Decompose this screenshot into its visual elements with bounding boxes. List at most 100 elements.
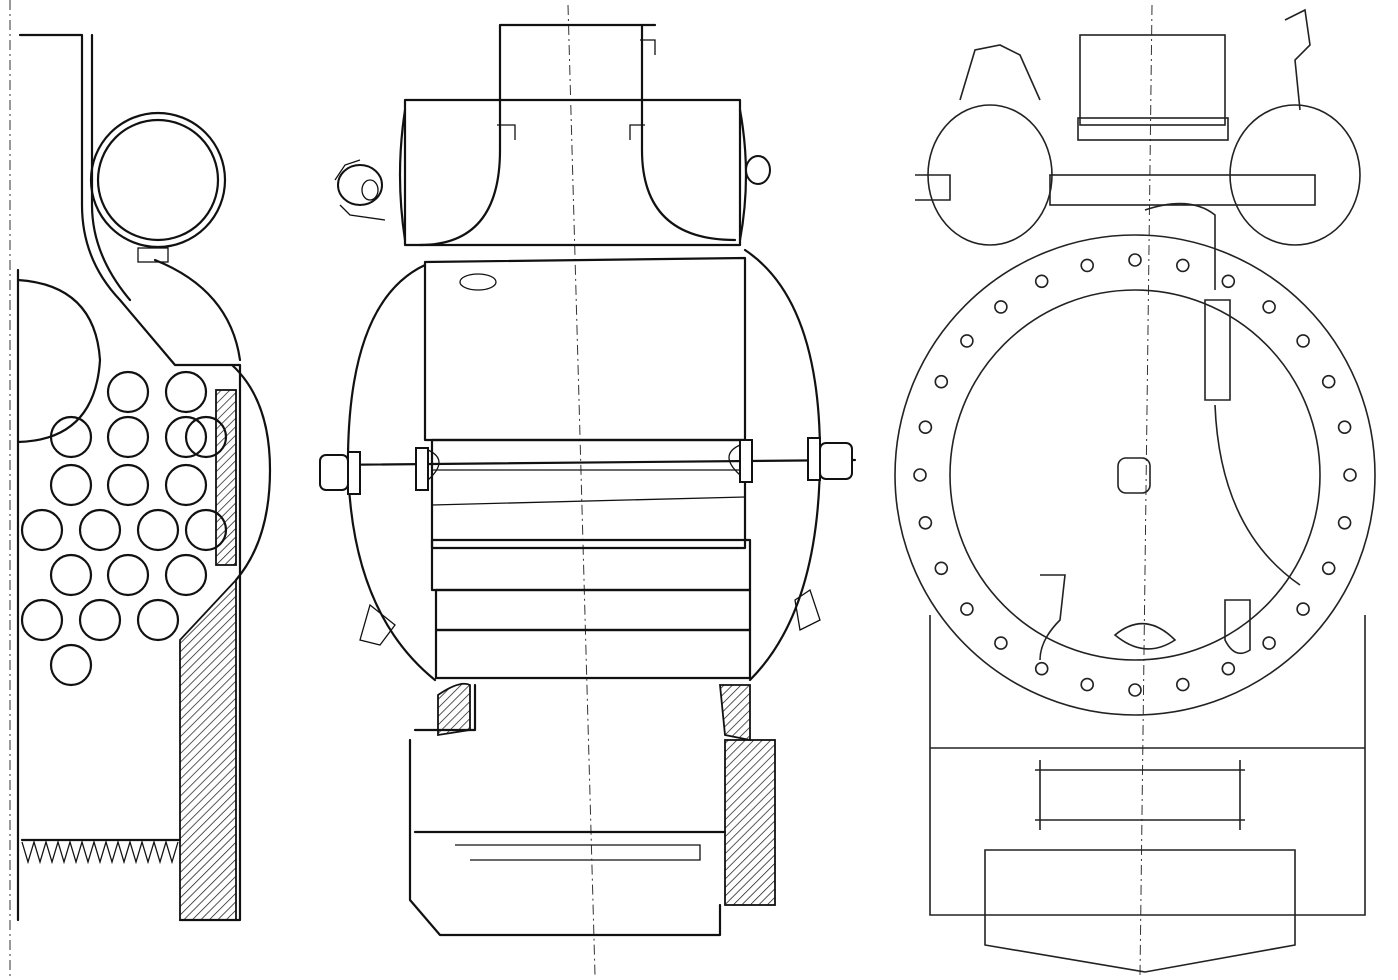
rivet (1080, 677, 1094, 692)
fire-tube (136, 598, 180, 642)
dome-cap (1079, 34, 1226, 126)
tap-center (1113, 622, 1177, 650)
steam-drum-box (403, 98, 742, 247)
safety-valve-right (745, 155, 771, 185)
fire-tube (106, 415, 150, 459)
rivet (1034, 661, 1049, 676)
rivet (1337, 515, 1352, 530)
rivet (1176, 677, 1190, 692)
fire-tube (20, 508, 64, 552)
ashpan-door (984, 849, 1296, 973)
rivet (1296, 334, 1310, 348)
dome-band (1077, 117, 1229, 141)
rivet (1128, 683, 1142, 697)
brackets (359, 588, 821, 646)
front-view (894, 4, 1376, 976)
tap-right (1224, 599, 1251, 655)
rivet (960, 334, 974, 348)
tube-plate-hatched (215, 389, 237, 566)
center-nut (1117, 457, 1151, 494)
firebox-middle (430, 438, 747, 550)
side-centerline (567, 4, 596, 976)
fire-tubes (20, 370, 228, 687)
fire-tube (164, 370, 208, 414)
foundation-right-hatched (719, 684, 751, 742)
lower-plate-hatched (179, 577, 237, 921)
front-rivets (913, 253, 1357, 697)
right-whistle (1284, 8, 1311, 111)
rivet (1262, 300, 1276, 314)
left-nozzle (915, 174, 951, 201)
rivet (994, 300, 1008, 314)
fire-tube (78, 508, 122, 552)
steam-dome-ring-inner (96, 118, 220, 242)
ashpit-wall-hatched (724, 739, 776, 906)
rivet (1343, 468, 1357, 482)
uptake-wall (90, 33, 132, 302)
steam-dome-ring-outer (89, 111, 227, 249)
rivet (1176, 258, 1190, 273)
stay-bolt (319, 437, 857, 495)
feed-pipe (1214, 404, 1301, 586)
section-view (9, 0, 272, 980)
fire-tube (78, 598, 122, 642)
rivet (994, 636, 1008, 650)
rivet (1262, 636, 1276, 650)
base-frame (929, 615, 1366, 916)
safety-valve-left (334, 159, 386, 221)
rivet (1034, 274, 1049, 289)
fire-tube (49, 463, 93, 507)
front-plate-inner (949, 289, 1321, 661)
left-valve-gear (959, 44, 1041, 101)
tap-left (1039, 574, 1066, 661)
firebox-crown (16, 278, 102, 444)
front-centerline (1139, 4, 1153, 976)
fire-tube (106, 370, 150, 414)
band-2 (434, 588, 752, 632)
chimney-stub (498, 23, 657, 102)
side-view (319, 4, 857, 976)
rivet (1128, 253, 1142, 267)
fire-tube (164, 463, 208, 507)
rivet (1080, 258, 1094, 273)
fire-tube (49, 643, 93, 687)
rivet (1221, 274, 1236, 289)
shell-outline-inner (18, 33, 242, 922)
fire-tube (20, 598, 64, 642)
grate-teeth (21, 839, 179, 865)
front-plate-outer (894, 234, 1376, 716)
fire-tube (184, 415, 228, 459)
rivet (934, 374, 949, 389)
fire-tube (49, 415, 93, 459)
ash-tray (455, 844, 701, 861)
shell-outer-curve (230, 363, 272, 582)
tube-line-2 (431, 496, 746, 506)
firebox-upper (423, 256, 747, 442)
firedoor-linkage (1035, 760, 1245, 830)
fire-tube (164, 553, 208, 597)
upper-shell-curve (153, 258, 242, 362)
rivet (1321, 561, 1336, 576)
rivet (1221, 661, 1236, 676)
fire-tube (184, 508, 228, 552)
fire-tube (106, 463, 150, 507)
rivet (918, 515, 933, 530)
water-gauge (1204, 299, 1231, 401)
fire-tube (164, 415, 208, 459)
rivet (1337, 420, 1352, 435)
band-3 (434, 628, 752, 680)
inspection-hole (459, 273, 497, 291)
gauge-pipe (1144, 202, 1216, 290)
drum-end-caps (398, 108, 748, 242)
drum-flanges (497, 124, 645, 140)
rivet (934, 561, 949, 576)
rivet (913, 468, 927, 482)
fire-tube (106, 553, 150, 597)
ashpit-outline (408, 683, 722, 937)
rivet (960, 602, 974, 616)
dome-bracket (137, 247, 169, 263)
fire-tube (136, 508, 180, 552)
chimney-flange (640, 39, 656, 55)
